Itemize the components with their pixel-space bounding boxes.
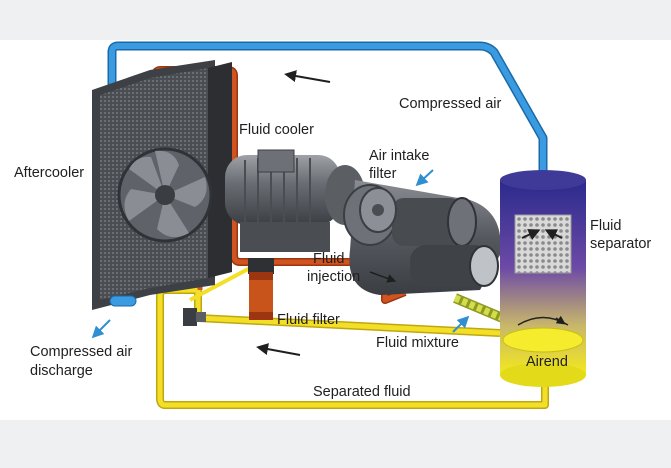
label-airend: Airend (526, 354, 568, 370)
fluid-filter (248, 258, 274, 320)
air-intake-arrow (415, 169, 434, 187)
label-compressed-air: Compressed air (399, 96, 502, 112)
fluid-mixture-arrow (452, 315, 470, 333)
label-fluid-separator-line1: Fluid (590, 218, 621, 234)
label-air-intake-filter-line1: Air intake (369, 148, 429, 164)
label-fluid-filter: Fluid filter (277, 312, 340, 328)
label-fluid-mixture: Fluid mixture (376, 335, 459, 351)
aftercooler-unit (92, 60, 232, 310)
separated-fluid-arrow (256, 343, 301, 356)
label-air-intake-filter-line2: filter (369, 166, 397, 182)
valve-icon (183, 308, 206, 326)
fluid-injection-arrow (369, 271, 397, 283)
compressor-unit (343, 180, 501, 295)
label-aftercooler: Aftercooler (14, 165, 84, 181)
fan-icon (117, 147, 213, 243)
label-compressed-air-discharge-line2: discharge (30, 363, 93, 379)
label-fluid-injection-line1: Fluid (313, 251, 344, 267)
compressed-air-arrow (284, 70, 331, 83)
fluid-separator-tank (500, 170, 586, 387)
discharge-arrow (91, 319, 111, 339)
label-separated-fluid: Separated fluid (313, 384, 411, 400)
label-fluid-cooler: Fluid cooler (239, 122, 314, 138)
top-band (0, 0, 671, 40)
label-fluid-injection-line2: injection (307, 269, 360, 285)
label-compressed-air-discharge-line1: Compressed air (30, 344, 133, 360)
label-fluid-separator-line2: separator (590, 236, 651, 252)
bottom-band (0, 420, 671, 468)
motor-unit (225, 149, 365, 252)
